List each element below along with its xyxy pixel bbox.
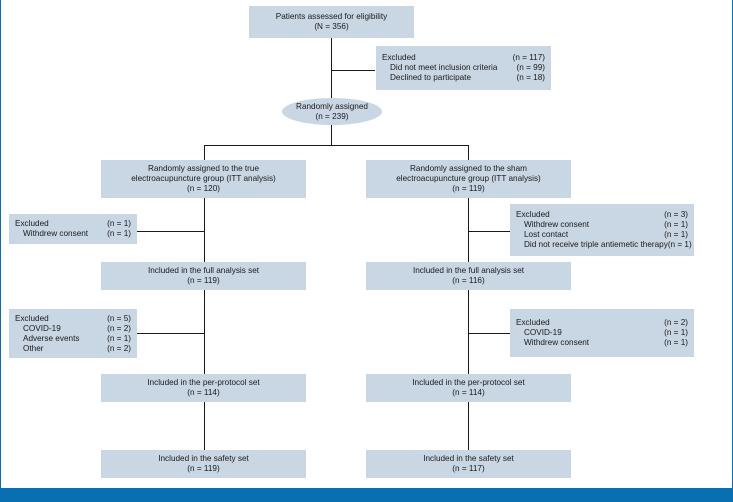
exclusion-row: Excluded (n = 1) [15, 219, 131, 229]
sham-assigned-line2: electroacupuncture group (ITT analysis) [396, 174, 541, 183]
exclusion-row: Did not meet inclusion criteria (n = 99) [382, 63, 545, 73]
true-safety-title: Included in the safety set [158, 454, 249, 463]
true-assigned-line2: electroacupuncture group (ITT analysis) [131, 174, 276, 183]
exclusion-row: COVID-19 (n = 2) [15, 324, 131, 334]
exclusion-row: Withdrew consent (n = 1) [516, 338, 688, 348]
exclusion-label: COVID-19 [23, 323, 61, 333]
exclusion-label: Excluded [516, 318, 550, 327]
exclusion-count: (n = 1) [107, 229, 131, 238]
exclusion-label: Did not meet inclusion criteria [390, 63, 498, 72]
exclusion-count: (n = 1) [664, 220, 688, 229]
exclusion-count: (n = 1) [107, 219, 131, 228]
sham-per-protocol-title: Included in the per-protocol set [412, 378, 525, 387]
exclusion-label: Withdrew consent [23, 229, 89, 238]
true-excluded-2-box: Excluded(n = 5)COVID-19(n = 2)Adverse ev… [9, 309, 137, 358]
connector-sham-excluded-2 [468, 333, 510, 334]
true-per-protocol-box: Included in the per-protocol set (n = 11… [101, 374, 306, 402]
exclusion-count: (n = 18) [516, 73, 545, 82]
sham-excluded-1-box: Excluded(n = 3)Withdrew consent(n = 1)Lo… [510, 204, 694, 256]
sham-per-protocol-box: Included in the per-protocol set (n = 11… [366, 374, 571, 402]
sham-safety-count: (n = 117) [452, 464, 485, 473]
true-assigned-box: Randomly assigned to the true electroacu… [101, 160, 306, 198]
exclusion-row: Declined to participate (n = 18) [382, 73, 545, 83]
exclusion-label: Declined to participate [390, 73, 472, 82]
sham-assigned-line1: Randomly assigned to the sham [410, 164, 527, 173]
excluded-top-box: Excluded(n = 117)Did not meet inclusion … [376, 46, 551, 90]
true-assigned-count: (n = 120) [187, 184, 220, 193]
exclusion-row: Excluded (n = 5) [15, 314, 131, 324]
exclusion-row: Adverse events (n = 1) [15, 334, 131, 344]
connector-sham-down [468, 145, 469, 160]
connector-branch-horizontal [204, 145, 468, 146]
exclusion-row: Withdrew consent (n = 1) [15, 229, 131, 239]
true-full-analysis-count: (n = 119) [187, 276, 220, 285]
exclusion-row: Excluded (n = 3) [516, 210, 688, 220]
exclusion-count: (n = 2) [107, 323, 131, 333]
connector-main-vertical [331, 38, 332, 98]
exclusion-label: Excluded [382, 53, 416, 62]
exclusion-count: (n = 1) [667, 240, 692, 249]
eligibility-box: Patients assessed for eligibility (N = 3… [249, 6, 414, 38]
exclusion-count: (n = 2) [664, 318, 688, 327]
exclusion-label: Did not receive triple antiemetic therap… [524, 240, 668, 249]
randomized-oval: Randomly assigned (n = 239) [282, 98, 382, 125]
true-safety-box: Included in the safety set (n = 119) [101, 450, 306, 478]
exclusion-label: Excluded [516, 210, 550, 219]
exclusion-count: (n = 117) [512, 53, 545, 62]
eligibility-title: Patients assessed for eligibility [275, 12, 388, 21]
exclusion-row: Did not receive triple antiemetic therap… [516, 240, 692, 250]
exclusion-row: Excluded (n = 117) [382, 53, 545, 63]
exclusion-label: Withdrew consent [524, 220, 590, 229]
exclusion-count: (n = 2) [107, 343, 131, 353]
sham-full-analysis-box: Included in the full analysis set (n = 1… [366, 262, 571, 290]
exclusion-label: Excluded [15, 219, 49, 228]
exclusion-count: (n = 99) [516, 63, 545, 72]
exclusion-label: COVID-19 [524, 328, 562, 337]
exclusion-label: Lost contact [524, 230, 569, 239]
exclusion-row: Lost contact (n = 1) [516, 230, 688, 240]
true-assigned-line1: Randomly assigned to the true [147, 164, 260, 173]
bottom-accent-bar [0, 488, 733, 502]
exclusion-count: (n = 5) [107, 313, 131, 323]
sham-assigned-count: (n = 119) [452, 184, 485, 193]
randomized-title: Randomly assigned [296, 101, 368, 111]
sham-per-protocol-count: (n = 114) [452, 388, 485, 397]
exclusion-row: Other (n = 2) [15, 344, 131, 354]
connector-sham-excluded-1 [468, 231, 510, 232]
exclusion-label: Withdrew consent [524, 338, 590, 347]
connector-randomized-down [331, 125, 332, 145]
true-safety-count: (n = 119) [187, 464, 220, 473]
connector-true-excluded-2 [137, 333, 204, 334]
sham-excluded-2-box: Excluded(n = 2)COVID-19(n = 1)Withdrew c… [510, 309, 694, 357]
true-per-protocol-title: Included in the per-protocol set [147, 378, 260, 387]
eligibility-count: (N = 356) [314, 22, 349, 31]
connector-true-vertical [204, 198, 205, 450]
exclusion-label: Adverse events [23, 333, 80, 343]
true-per-protocol-count: (n = 114) [187, 388, 220, 397]
exclusion-count: (n = 3) [664, 210, 688, 219]
exclusion-count: (n = 1) [107, 333, 131, 343]
exclusion-label: Excluded [15, 313, 49, 323]
exclusion-count: (n = 1) [664, 230, 688, 239]
connector-true-down [204, 145, 205, 160]
exclusion-count: (n = 1) [664, 338, 688, 347]
sham-full-analysis-title: Included in the full analysis set [412, 266, 525, 275]
exclusion-row: Withdrew consent (n = 1) [516, 220, 688, 230]
sham-safety-box: Included in the safety set (n = 117) [366, 450, 571, 478]
exclusion-count: (n = 1) [664, 328, 688, 337]
sham-safety-title: Included in the safety set [423, 454, 514, 463]
connector-true-excluded-1 [137, 231, 204, 232]
true-full-analysis-title: Included in the full analysis set [147, 266, 260, 275]
sham-assigned-box: Randomly assigned to the sham electroacu… [366, 160, 571, 198]
randomized-count: (n = 239) [315, 111, 349, 121]
exclusion-row: COVID-19 (n = 1) [516, 328, 688, 338]
true-excluded-1-box: Excluded (n = 1) Withdrew consent (n = 1) [9, 214, 137, 244]
connector-excluded-top [331, 70, 375, 71]
exclusion-label: Other [23, 343, 44, 353]
exclusion-row: Excluded (n = 2) [516, 318, 688, 328]
sham-full-analysis-count: (n = 116) [452, 276, 485, 285]
true-full-analysis-box: Included in the full analysis set (n = 1… [101, 262, 306, 290]
connector-sham-vertical [468, 198, 469, 450]
